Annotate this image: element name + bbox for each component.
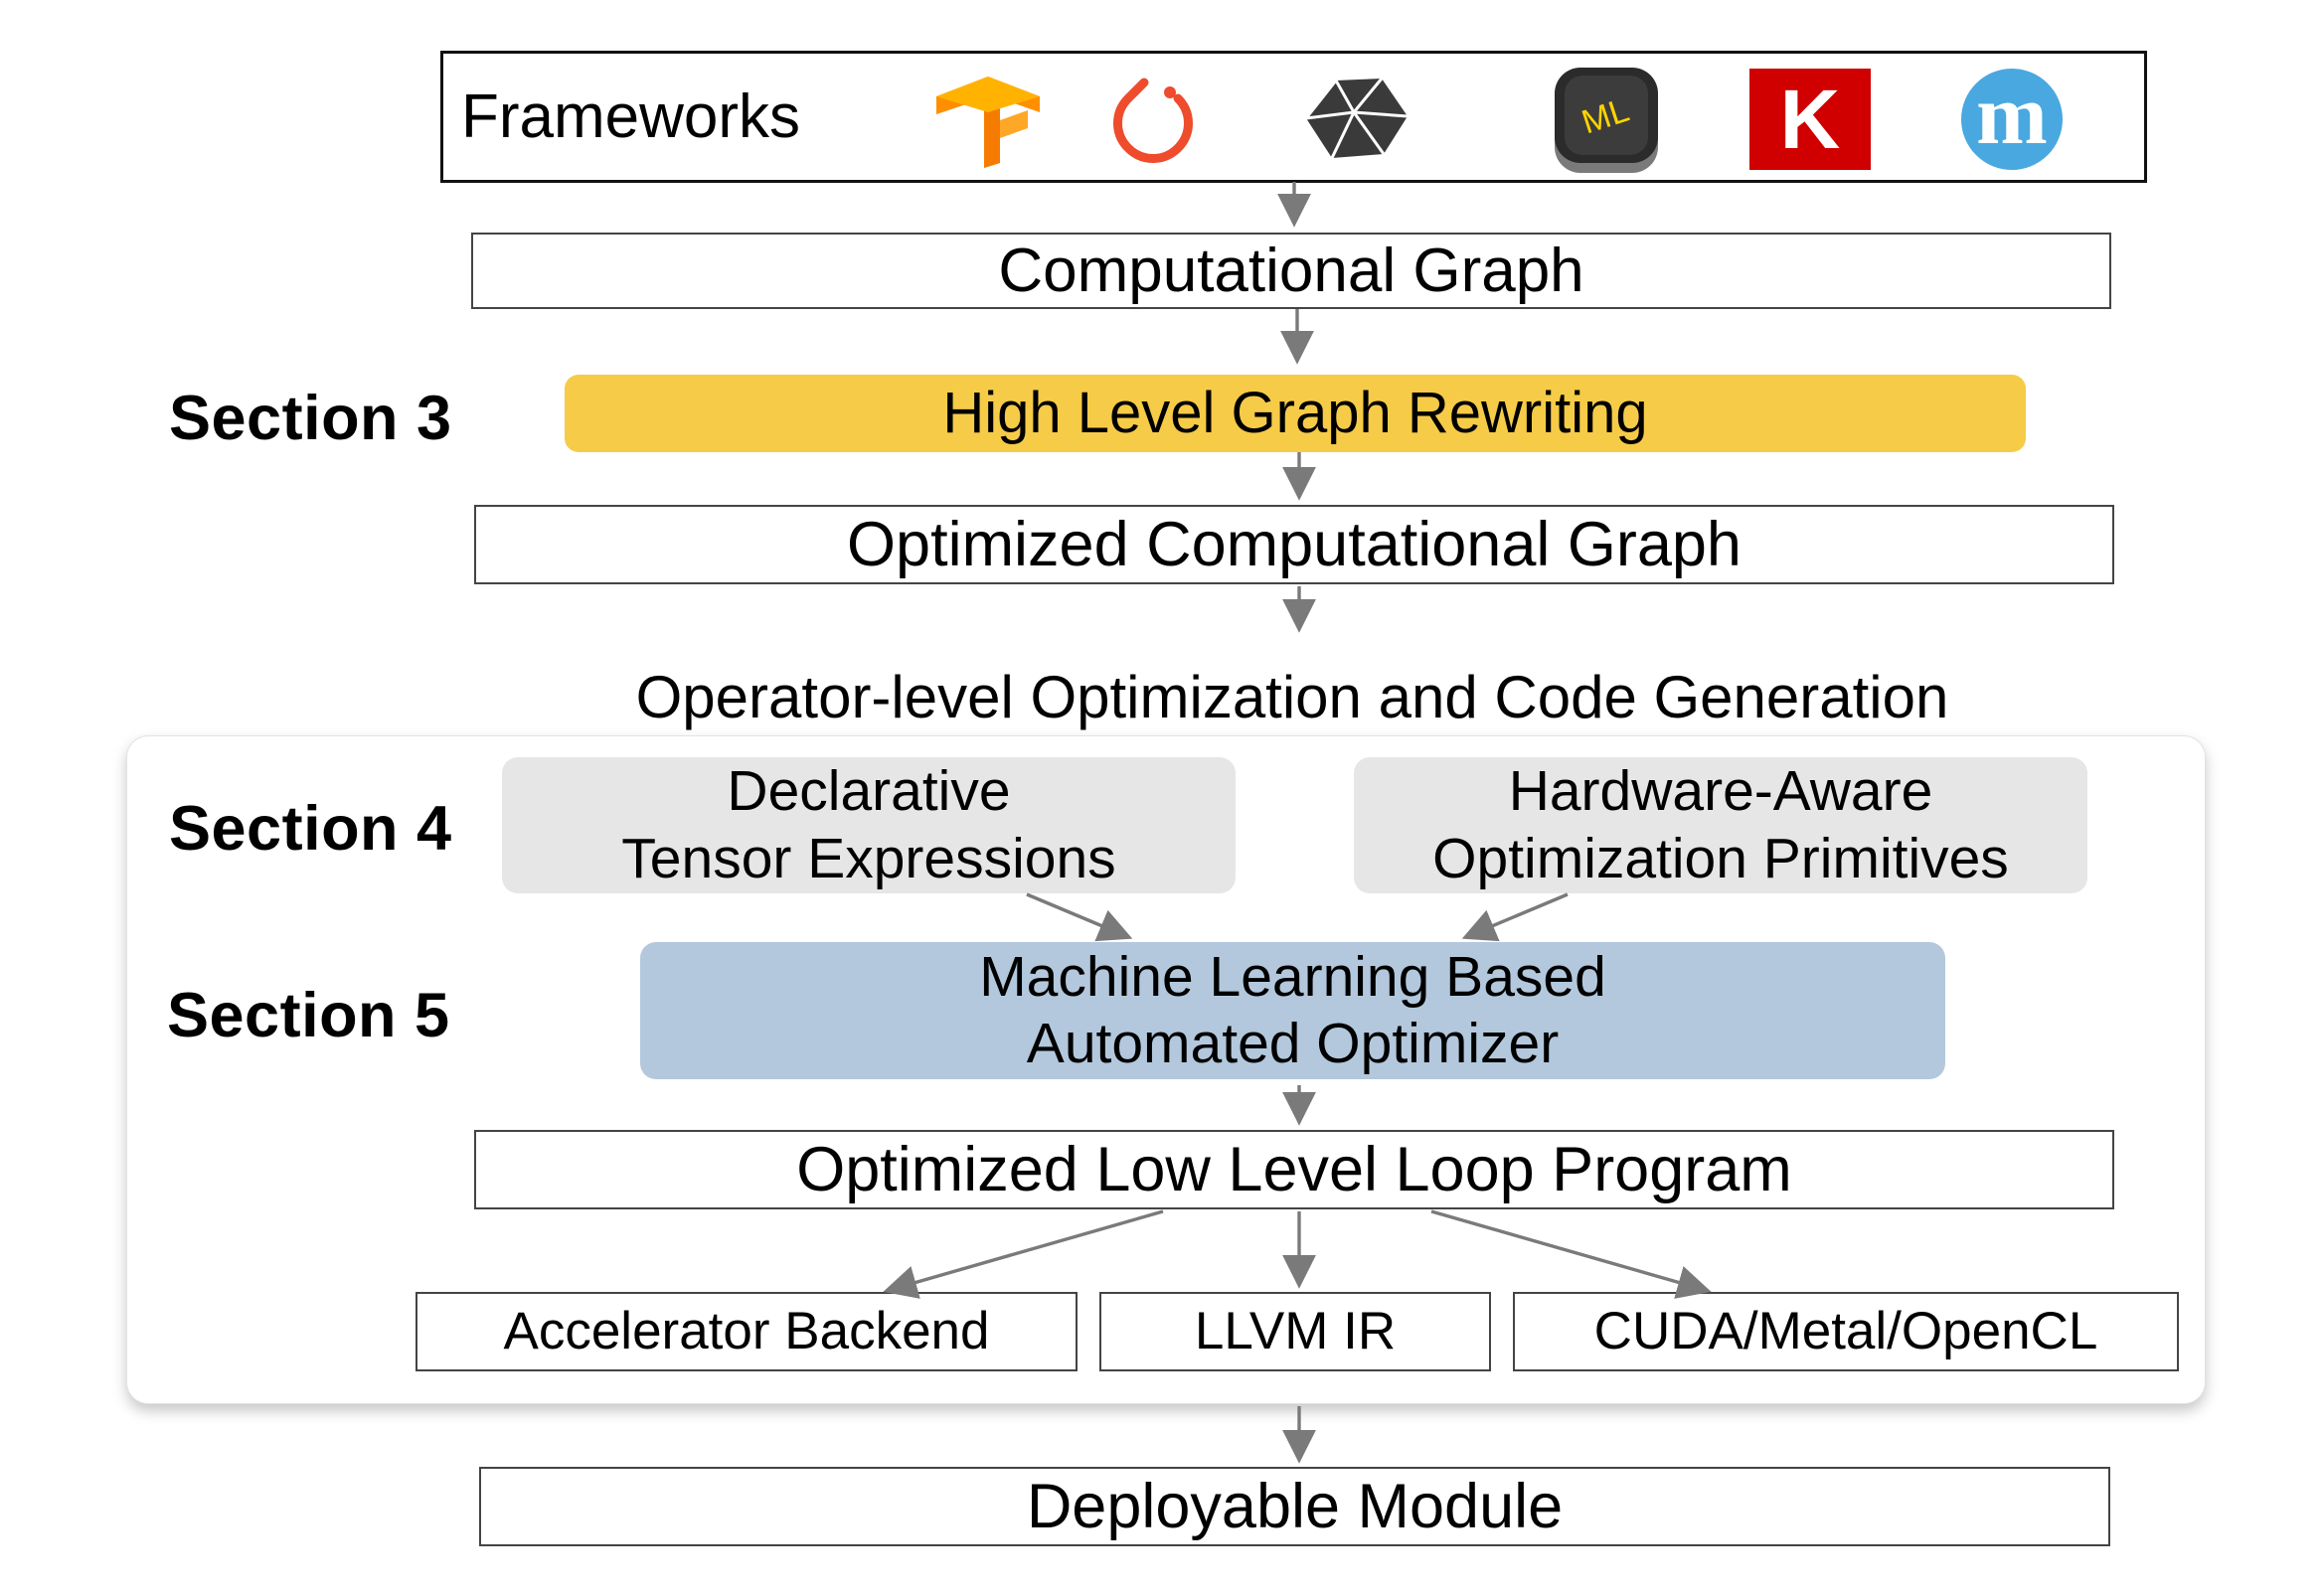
ml-automated-optimizer-box: Machine Learning Based Automated Optimiz… [640,942,1945,1079]
low-level-loop-program-box: Optimized Low Level Loop Program [474,1130,2114,1209]
llvm-ir-label: LLVM IR [1194,1301,1397,1360]
section-3-label: Section 3 [169,384,452,453]
cuda-metal-opencl-box: CUDA/Metal/OpenCL [1513,1292,2179,1371]
hardware-aware-line2: Optimization Primitives [1432,826,2009,890]
hardware-aware-primitives-box: Hardware-Aware Optimization Primitives [1354,757,2087,893]
pytorch-logo-icon [1113,78,1193,163]
ml-optimizer-line2: Automated Optimizer [1026,1012,1560,1075]
tensorflow-logo-icon [936,77,1040,168]
computational-graph-box: Computational Graph [471,233,2111,309]
keras-logo-icon: K [1749,69,1871,170]
llvm-ir-box: LLVM IR [1099,1292,1491,1371]
accelerator-backend-box: Accelerator Backend [415,1292,1078,1371]
high-level-graph-rewriting-box: High Level Graph Rewriting [565,375,2026,452]
computational-graph-label: Computational Graph [998,236,1584,305]
frameworks-box: Frameworks ML K m [440,51,2147,183]
onnx-m-logo-icon: m [1961,69,2063,170]
mxnet-logo-icon [1304,78,1409,159]
optimized-computational-graph-box: Optimized Computational Graph [474,505,2114,584]
ml-optimizer-line1: Machine Learning Based [979,944,1606,1009]
declarative-tensor-expressions-box: Declarative Tensor Expressions [502,757,1236,893]
deployable-module-box: Deployable Module [479,1467,2110,1546]
deployable-module-label: Deployable Module [1026,1471,1564,1541]
section-5-label: Section 5 [167,981,450,1050]
coreml-logo-icon: ML [1555,68,1658,173]
operator-level-title: Operator-level Optimization and Code Gen… [635,664,1949,730]
hardware-aware-line1: Hardware-Aware [1508,759,1933,824]
accelerator-backend-label: Accelerator Backend [503,1301,990,1360]
low-level-loop-program-label: Optimized Low Level Loop Program [796,1134,1792,1204]
frameworks-label: Frameworks [461,82,801,151]
declarative-line1: Declarative [727,759,1011,824]
optimized-computational-graph-label: Optimized Computational Graph [847,509,1742,579]
section-4-label: Section 4 [169,794,452,864]
declarative-line2: Tensor Expressions [621,826,1116,890]
high-level-graph-rewriting-label: High Level Graph Rewriting [942,380,1648,445]
cuda-metal-opencl-label: CUDA/Metal/OpenCL [1593,1301,2098,1360]
